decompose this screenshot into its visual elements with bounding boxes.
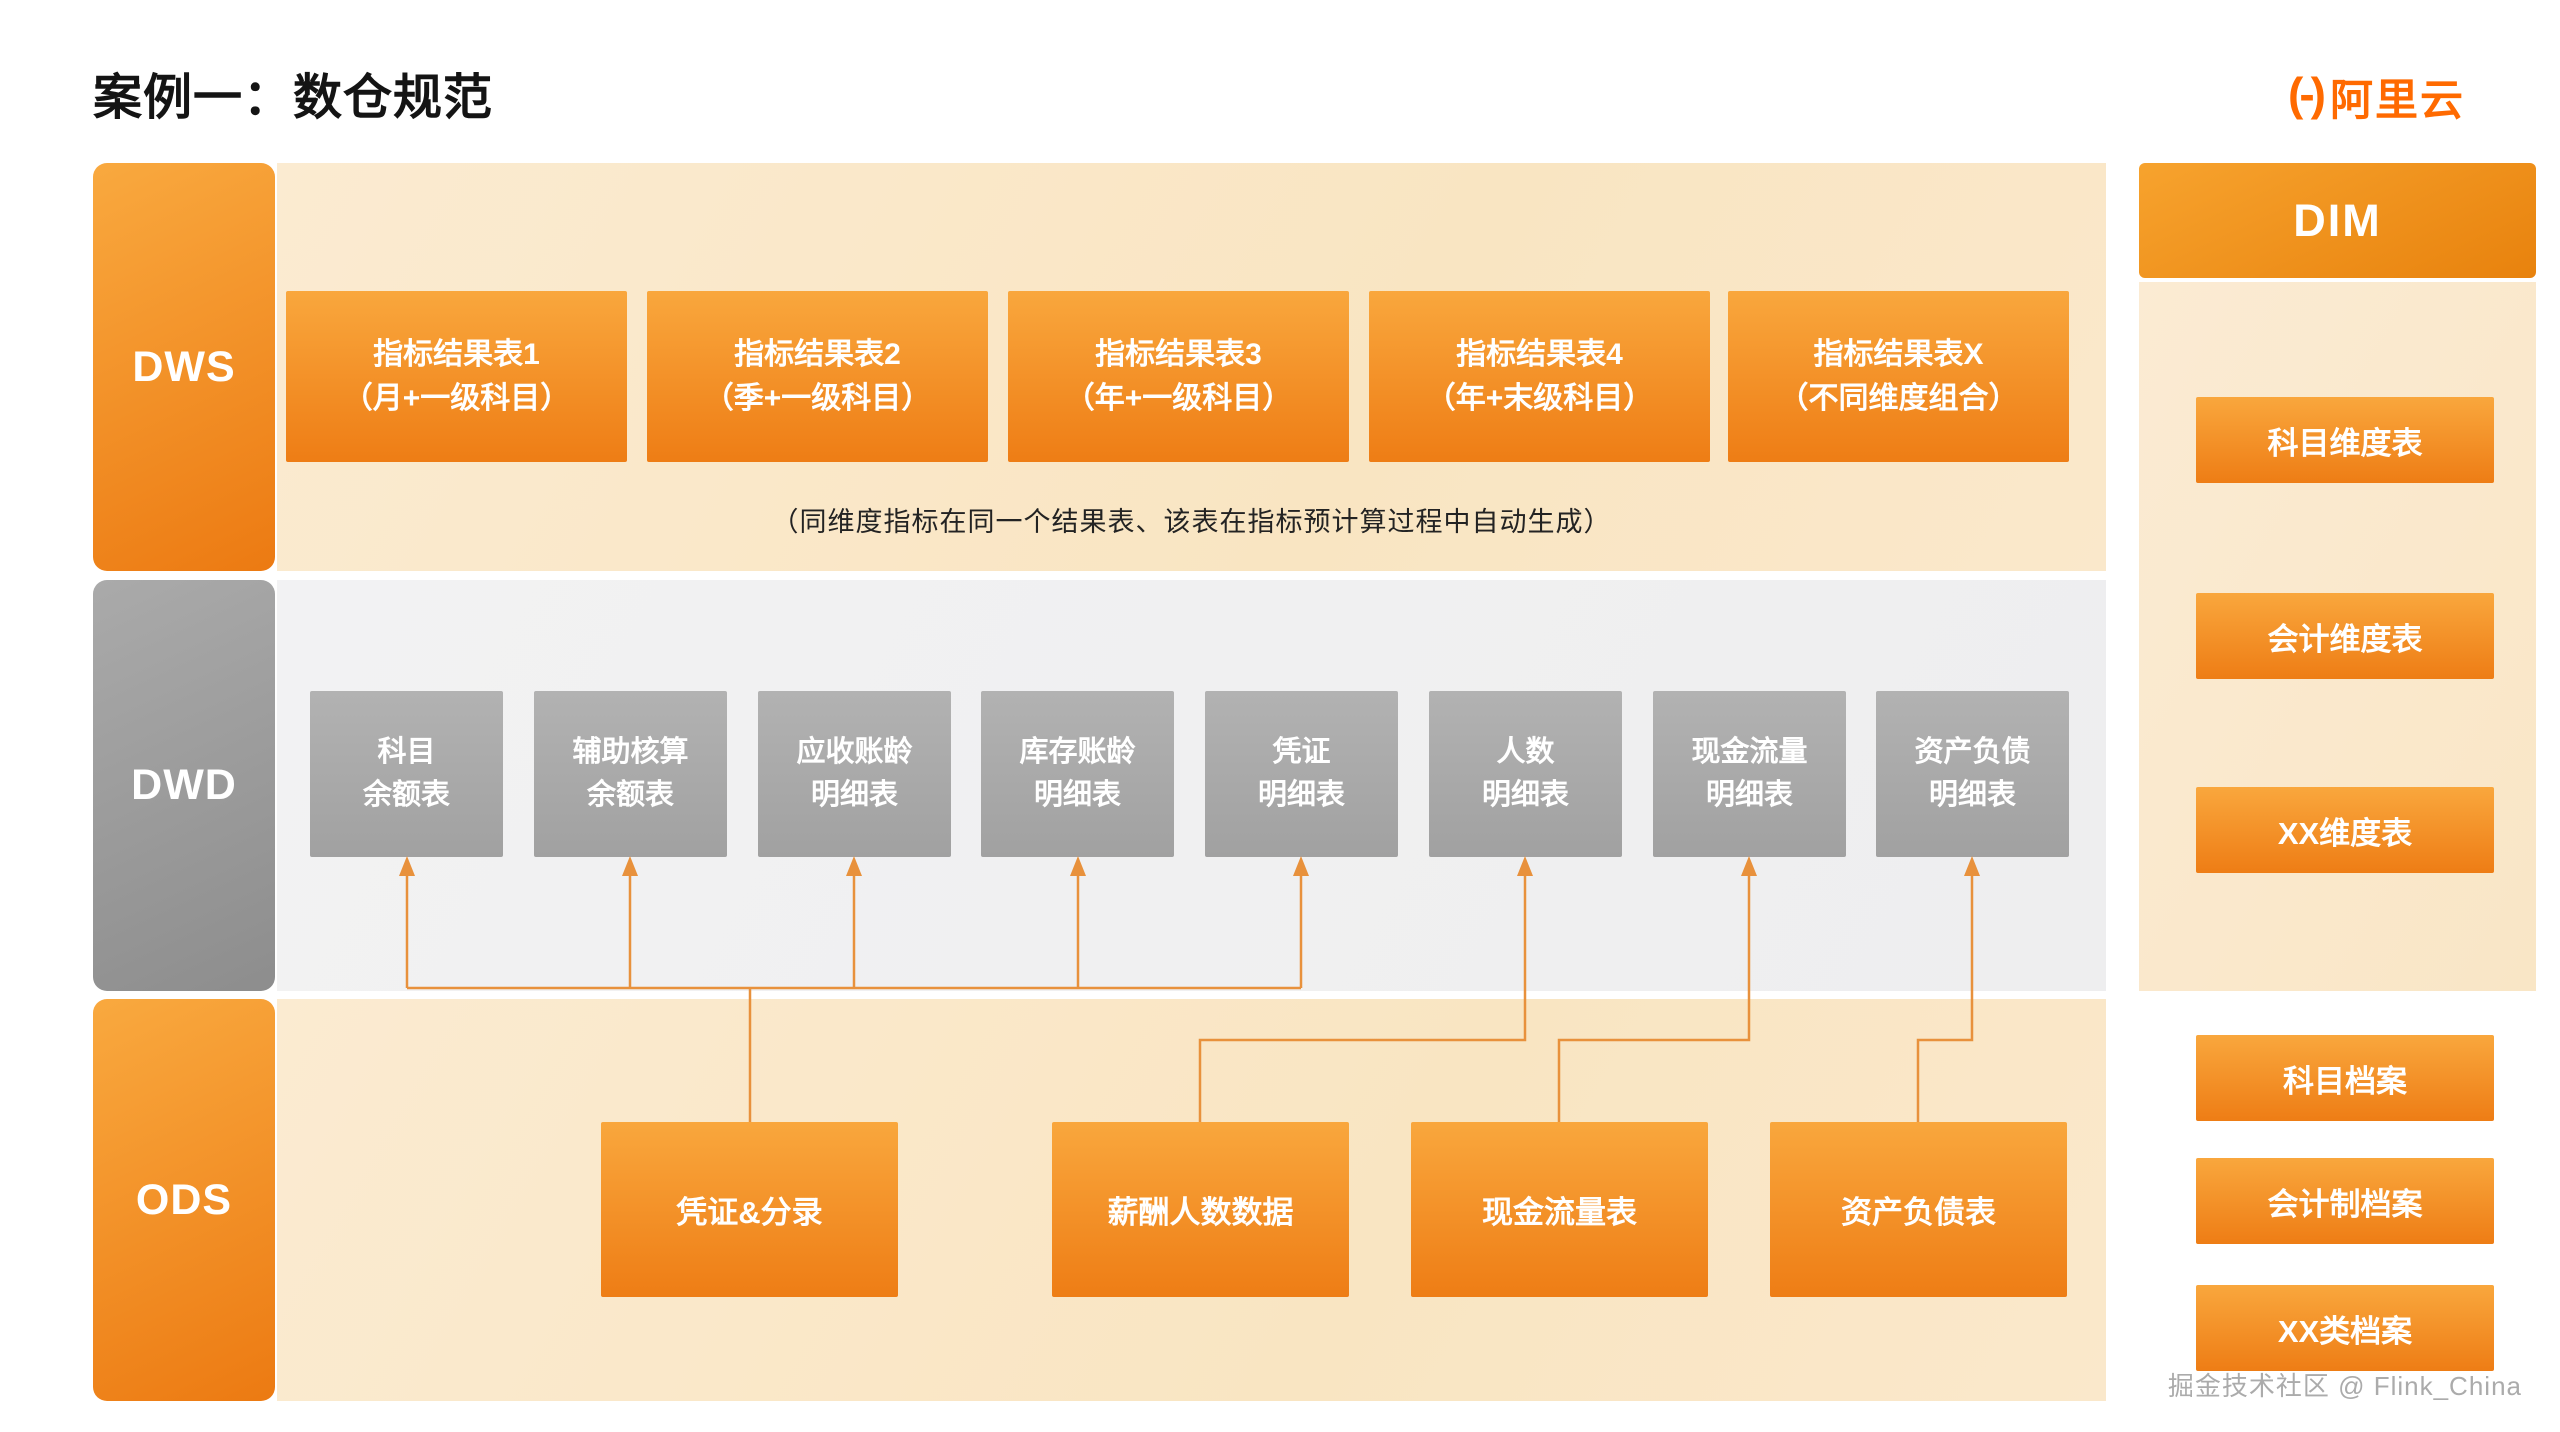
dwd-box-receivable-aging: 应收账龄 明细表 <box>758 691 951 857</box>
dws-note: （同维度指标在同一个结果表、该表在指标预计算过程中自动生成） <box>771 507 1612 537</box>
ods-box-cashflow-table: 现金流量表 <box>1411 1122 1708 1297</box>
dws-box-1: 指标结果表1 （月+一级科目） <box>286 291 627 462</box>
dwd-box-headcount-detail: 人数 明细表 <box>1429 691 1622 857</box>
dwd-box-subject-balance: 科目 余额表 <box>310 691 503 857</box>
dim-box-accounting-dimension: 会计维度表 <box>2196 593 2494 679</box>
dws-box-2: 指标结果表2 （季+一级科目） <box>647 291 988 462</box>
layer-label-dwd: DWD <box>93 580 275 991</box>
dwd-box-line1: 凭证 <box>1272 735 1331 768</box>
dwd-box-voucher-detail: 凭证 明细表 <box>1205 691 1398 857</box>
archive-box-subject: 科目档案 <box>2196 1035 2494 1121</box>
dwd-box-aux-balance: 辅助核算 余额表 <box>534 691 727 857</box>
dim-header: DIM <box>2139 163 2536 278</box>
dwd-box-balance-sheet-detail: 资产负债 明细表 <box>1876 691 2069 857</box>
dws-box-title: 指标结果表1 <box>373 338 540 371</box>
dwd-box-line2: 明细表 <box>1928 779 2016 811</box>
page-title: 案例一：数仓规范 <box>93 71 494 125</box>
dwd-box-line1: 人数 <box>1496 735 1555 768</box>
dws-box-title: 指标结果表4 <box>1456 338 1623 371</box>
alibaba-cloud-logo-icon: (-) <box>2288 68 2326 120</box>
dim-box-subject-dimension: 科目维度表 <box>2196 397 2494 483</box>
dws-box-3: 指标结果表3 （年+一级科目） <box>1008 291 1349 462</box>
dwd-box-line1: 科目 <box>377 735 436 768</box>
alibaba-cloud-logo: (-) 阿里云 <box>2288 66 2465 128</box>
dws-box-x: 指标结果表X （不同维度组合） <box>1728 291 2069 462</box>
dwd-box-line2: 明细表 <box>810 779 898 811</box>
watermark: 掘金技术社区 @ Flink_China <box>2167 1371 2522 1401</box>
dws-box-subtitle: （不同维度组合） <box>1778 381 2019 415</box>
dws-box-title: 指标结果表X <box>1813 338 1984 371</box>
dws-box-subtitle: （季+一级科目） <box>703 381 932 415</box>
dwd-box-inventory-aging: 库存账龄 明细表 <box>981 691 1174 857</box>
dwd-box-line1: 应收账龄 <box>796 735 913 768</box>
dwd-box-line2: 余额表 <box>362 779 450 811</box>
dws-box-subtitle: （年+一级科目） <box>1064 381 1293 415</box>
dwd-box-line1: 资产负债 <box>1914 735 2031 768</box>
dwd-box-line2: 明细表 <box>1705 779 1793 811</box>
dws-box-title: 指标结果表2 <box>734 338 901 371</box>
dws-box-subtitle: （月+一级科目） <box>342 381 571 415</box>
dwd-box-line2: 明细表 <box>1033 779 1121 811</box>
dws-box-4: 指标结果表4 （年+末级科目） <box>1369 291 1710 462</box>
dwd-box-line2: 明细表 <box>1257 779 1345 811</box>
ods-box-voucher-entry: 凭证&分录 <box>601 1122 898 1297</box>
layer-label-ods: ODS <box>93 999 275 1401</box>
dwd-box-line1: 库存账龄 <box>1019 735 1136 768</box>
dwd-box-cashflow-detail: 现金流量 明细表 <box>1653 691 1846 857</box>
dim-box-xx-dimension: XX维度表 <box>2196 787 2494 873</box>
dws-box-title: 指标结果表3 <box>1095 338 1262 371</box>
alibaba-cloud-logo-text: 阿里云 <box>2330 77 2465 125</box>
layer-label-dws: DWS <box>93 163 275 571</box>
archive-box-accounting: 会计制档案 <box>2196 1158 2494 1244</box>
dws-box-subtitle: （年+末级科目） <box>1425 381 1654 415</box>
dwd-box-line2: 明细表 <box>1481 779 1569 811</box>
ods-box-payroll-headcount: 薪酬人数数据 <box>1052 1122 1349 1297</box>
ods-box-balance-sheet: 资产负债表 <box>1770 1122 2067 1297</box>
dwd-box-line1: 辅助核算 <box>572 735 689 768</box>
dwd-box-line2: 余额表 <box>586 779 674 811</box>
archive-box-xx: XX类档案 <box>2196 1285 2494 1371</box>
dwd-box-line1: 现金流量 <box>1691 735 1808 768</box>
